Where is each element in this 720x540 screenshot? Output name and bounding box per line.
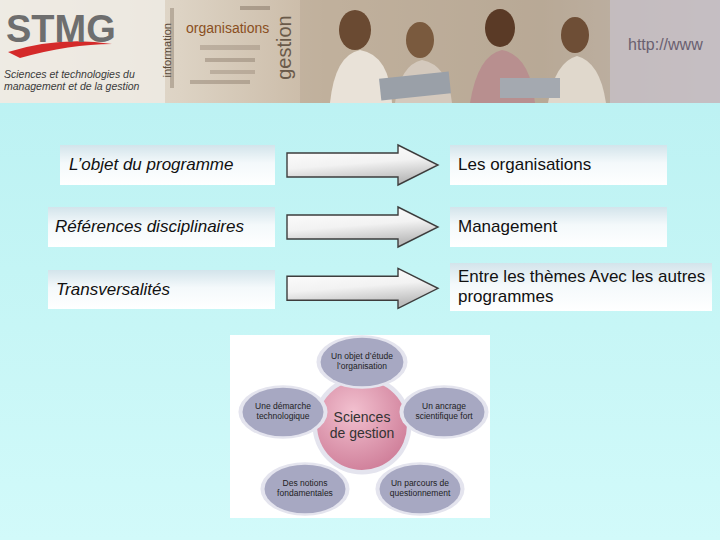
block-arrow [287,145,438,185]
banner-ground [0,0,720,103]
ellipse-text: Sciences de gestion [324,409,400,441]
word-cloud-word: gestion [273,15,296,80]
center-circle: Sciences de gestion [312,375,412,475]
text-wrap: Sciences de gestion [324,409,400,441]
ellipse-text: Un ancrage scientifique fort [410,402,478,422]
left-box: Transversalités [48,270,275,309]
logo-subtitle: Sciences et technologies du management e… [4,68,164,92]
theme-ellipse: Un ancrage scientifique fort [399,385,489,439]
box-text: Entre les thèmes Avec les autres program… [458,267,706,306]
theme-ellipse: Une démarche technologique [238,385,328,439]
theme-ellipse: Un parcours de questionnement [375,462,465,516]
text-wrap: Les organisations [450,155,667,175]
figure-frame [230,335,490,518]
ellipse-ring [260,462,349,515]
left-box: Références disciplinaires [48,207,275,247]
text-wrap: Transversalités [48,280,275,300]
ellipse-fill [317,380,407,470]
block-arrow [287,268,438,308]
ellipse-ring [313,376,412,475]
ellipse-ring [316,335,407,388]
ellipse-fill [404,388,485,437]
ellipse-text: Des notions fondamentales [271,479,339,499]
text-wrap: Références disciplinaires [48,217,275,237]
word-cloud-word: information [161,23,174,77]
ellipse-ring [399,385,488,438]
ellipse-fill [265,465,346,514]
theme-ellipse: Des notions fondamentales [260,462,350,516]
right-box: Les organisations [450,145,667,185]
right-box: Management [450,207,667,247]
ellipse-text: Un objet d’étude l’organisation [327,352,397,372]
ellipse-ring [238,385,327,438]
box-text: Management [458,217,661,237]
text-wrap: Des notions fondamentales [271,479,339,499]
right-box: Entre les thèmes Avec les autres program… [450,263,712,311]
theme-ellipse: Un objet d’étude l’organisation [316,335,408,389]
ellipse-fill [380,465,461,514]
text-wrap: Entre les thèmes Avec les autres program… [450,267,712,306]
block-arrow [287,207,438,247]
students-photo [300,0,720,103]
word-cloud-word: organisations [186,20,269,36]
box-text: Références disciplinaires [55,217,269,237]
text-wrap: Un objet d’étude l’organisation [327,352,397,372]
text-wrap: Management [450,217,667,237]
logo-panel [0,0,165,103]
ellipse-text: Une démarche technologique [249,402,317,422]
banner-url: http://www [628,36,703,54]
ellipse-ring [375,462,464,515]
text-wrap: Un parcours de questionnement [386,479,454,499]
ellipse-fill [243,388,324,437]
box-text: Les organisations [458,155,661,175]
ellipse-fill [321,338,404,387]
text-wrap: Une démarche technologique [249,402,317,422]
text-wrap: Un ancrage scientifique fort [410,402,478,422]
text-wrap: L’objet du programme [60,155,275,175]
word-cloud [170,6,270,88]
box-text: L’objet du programme [69,155,269,175]
ellipse-text: Un parcours de questionnement [386,479,454,499]
box-text: Transversalités [56,280,269,300]
left-box: L’objet du programme [60,145,275,185]
logo-text: STMG [6,8,116,52]
